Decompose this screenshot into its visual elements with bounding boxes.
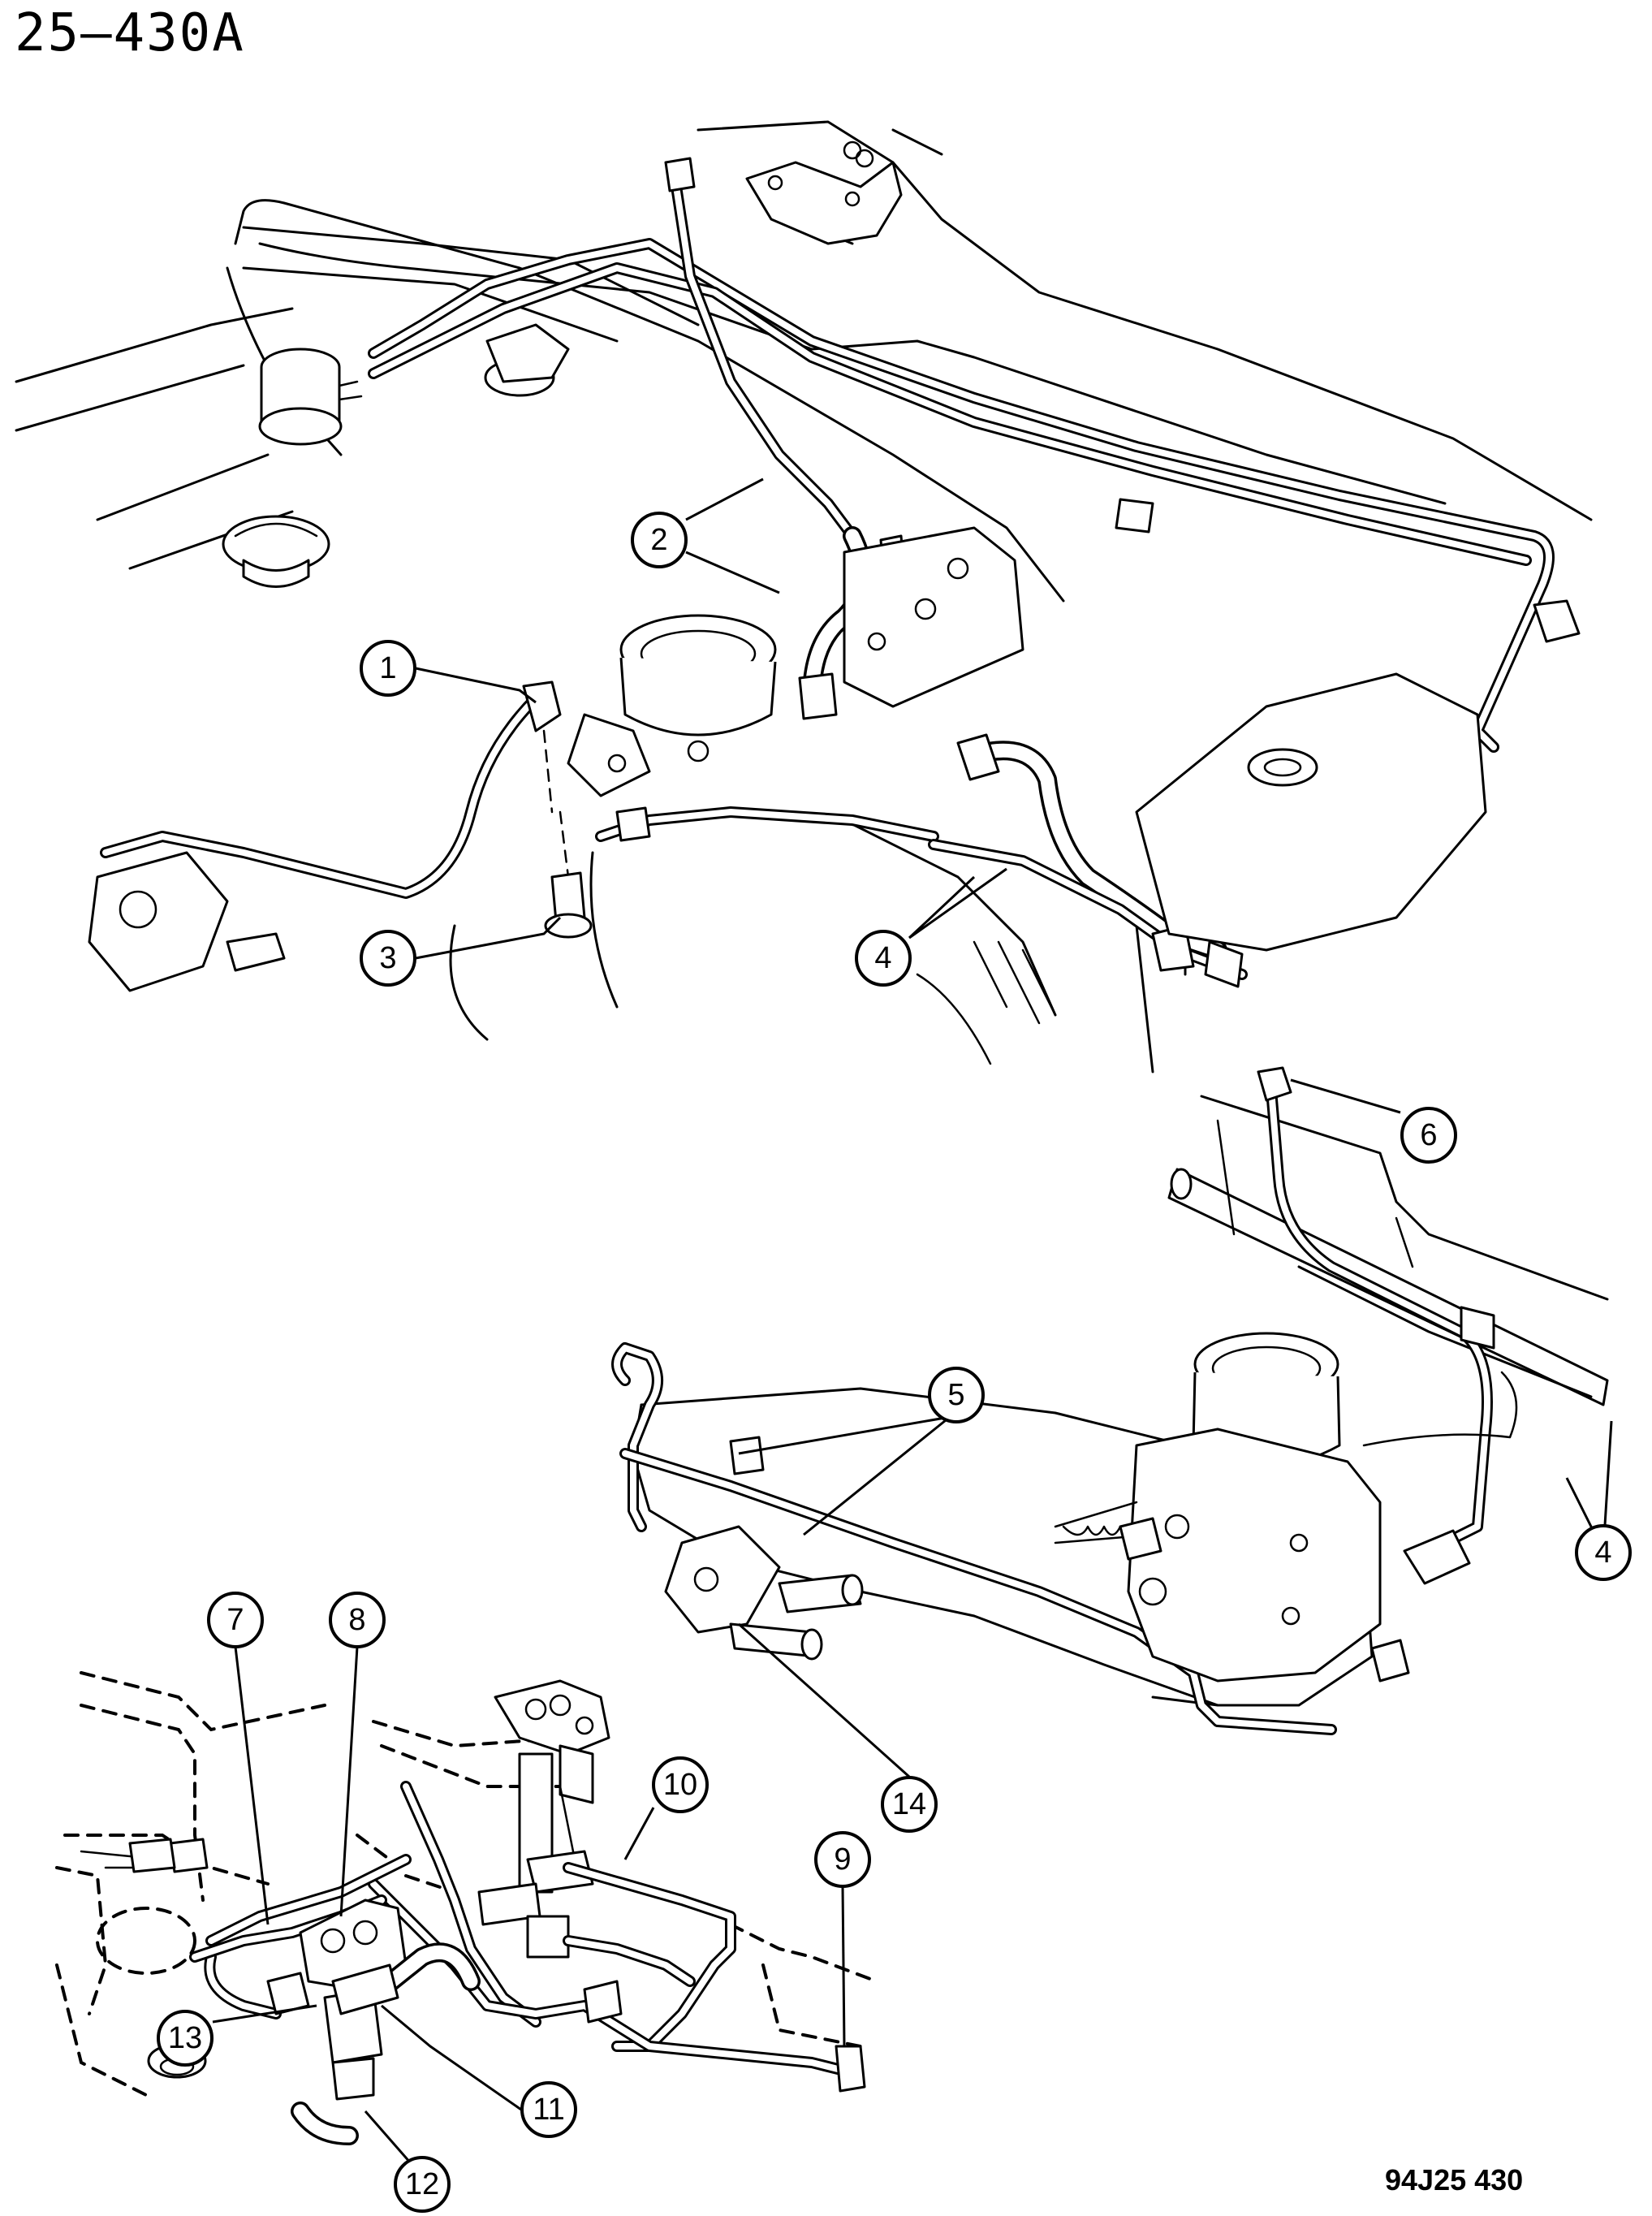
callout-1: 1	[360, 640, 416, 697]
callout-4-right: 4	[1575, 1524, 1632, 1581]
svg-text:4: 4	[1594, 1536, 1611, 1570]
svg-text:12: 12	[405, 2167, 439, 2201]
svg-text:6: 6	[1420, 1118, 1437, 1152]
callout-2: 2	[631, 512, 688, 568]
svg-text:2: 2	[650, 523, 667, 557]
svg-text:13: 13	[168, 2021, 202, 2055]
callout-14: 14	[881, 1776, 938, 1833]
svg-text:10: 10	[663, 1768, 697, 1802]
svg-text:4: 4	[874, 941, 891, 975]
drawing-code: 94J25 430	[1385, 2163, 1524, 2197]
svg-text:11: 11	[533, 2093, 564, 2127]
callout-9: 9	[814, 1831, 871, 1888]
intake-manifold	[843, 526, 1024, 708]
diagram-id: 25–430A	[15, 3, 245, 63]
callout-12: 12	[394, 2156, 451, 2213]
radiator-cap	[222, 515, 330, 588]
callout-11: 11	[520, 2081, 577, 2138]
mounting-bracket	[745, 140, 903, 245]
svg-text:7: 7	[226, 1603, 244, 1637]
callout-13: 13	[157, 2010, 214, 2067]
svg-text:14: 14	[892, 1787, 926, 1821]
svg-text:5: 5	[947, 1378, 964, 1412]
callout-7: 7	[207, 1592, 264, 1648]
throttle-body-top	[567, 614, 777, 797]
svg-text:8: 8	[348, 1603, 365, 1637]
vapor-canister	[258, 348, 363, 446]
callout-3: 3	[360, 930, 416, 987]
filler-elbow	[484, 323, 570, 397]
callout-6: 6	[1400, 1107, 1457, 1164]
callout-8: 8	[329, 1592, 386, 1648]
svg-text:3: 3	[379, 941, 396, 975]
vacuum-harness-view	[55, 1671, 878, 2145]
callout-4-top: 4	[855, 930, 912, 987]
svg-text:9: 9	[834, 1842, 851, 1877]
egr-valve-left	[88, 851, 286, 992]
callout-5: 5	[928, 1367, 985, 1423]
svg-text:1: 1	[379, 651, 396, 685]
callout-10: 10	[652, 1756, 709, 1813]
washer-reservoir	[1135, 672, 1487, 952]
throttle-body-view	[611, 1066, 1609, 1735]
engine-compartment-view	[15, 120, 1593, 1073]
